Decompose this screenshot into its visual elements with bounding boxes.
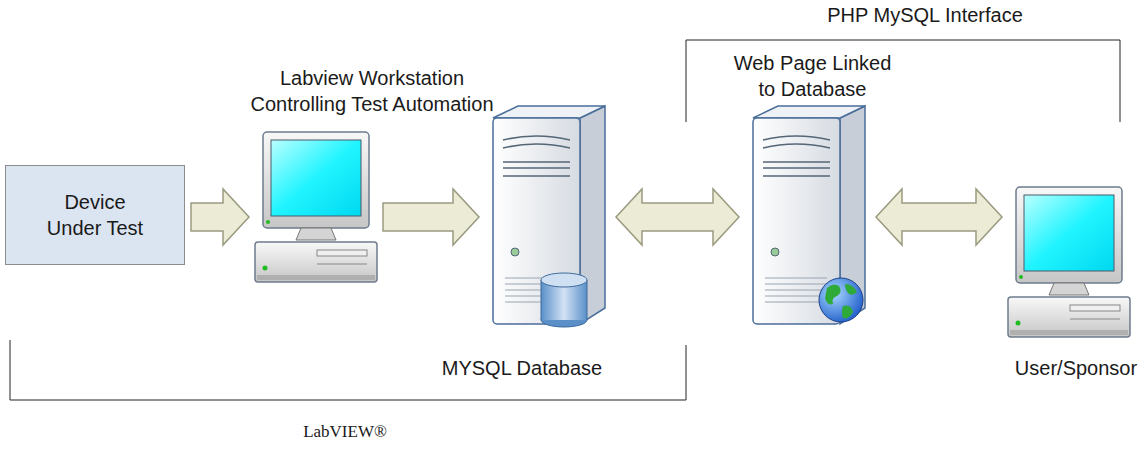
database-server-icon bbox=[493, 106, 605, 327]
node-text: Device Under Test bbox=[40, 189, 150, 241]
double-block-arrow bbox=[616, 189, 739, 245]
web-server-node: Web Page Linked to Database bbox=[745, 102, 870, 330]
group-label: PHP MySQL Interface bbox=[827, 4, 1023, 27]
group-label: LabVIEW® bbox=[303, 422, 387, 442]
device-box: Device Under Test bbox=[5, 165, 185, 265]
workstation-node: Labview Workstation Controlling Test Aut… bbox=[255, 130, 377, 282]
user-node: User/Sponsor bbox=[1008, 185, 1130, 337]
double-block-arrow bbox=[876, 189, 1002, 245]
web-server-icon bbox=[753, 106, 865, 324]
node-text: User/Sponsor bbox=[1011, 355, 1141, 381]
node-text: MYSQL Database bbox=[422, 355, 622, 381]
bracket bbox=[10, 340, 686, 400]
workstation-icon bbox=[255, 132, 377, 282]
node-text: Web Page Linked to Database bbox=[730, 50, 895, 102]
block-arrow bbox=[383, 189, 479, 245]
database-node: MYSQL Database bbox=[485, 102, 610, 330]
node-text: Labview Workstation Controlling Test Aut… bbox=[247, 65, 497, 117]
bracket bbox=[686, 40, 1120, 122]
user-computer-icon bbox=[1008, 187, 1130, 337]
block-arrow bbox=[191, 189, 249, 245]
